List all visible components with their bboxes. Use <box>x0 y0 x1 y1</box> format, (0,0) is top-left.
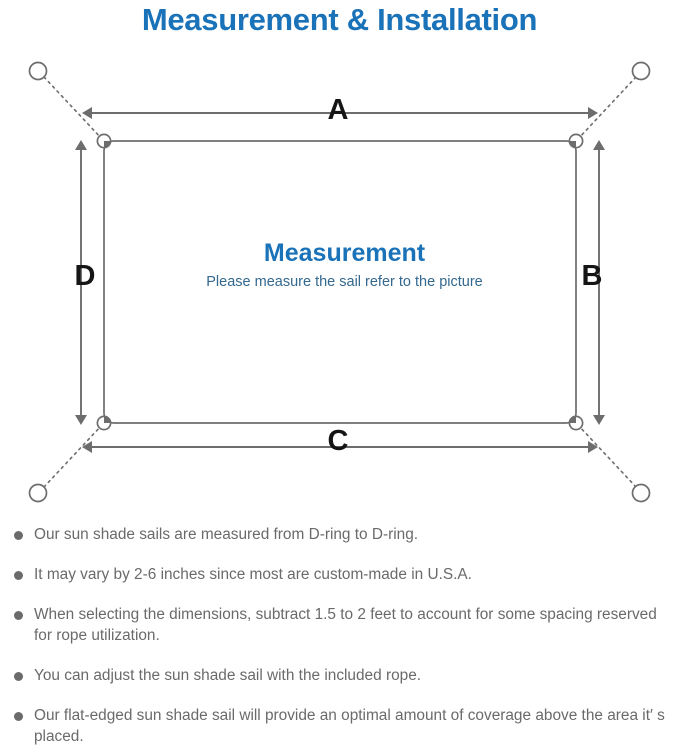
list-item: It may vary by 2-6 inches since most are… <box>0 564 679 585</box>
dimension-label-d: D <box>74 260 96 292</box>
bullet-icon <box>14 571 23 580</box>
anchor-circle-top-right <box>631 61 651 81</box>
rope-bottom-right <box>577 424 637 488</box>
list-item-text: Our flat-edged sun shade sail will provi… <box>34 707 665 745</box>
dimension-label-b: B <box>581 260 603 292</box>
list-item: You can adjust the sun shade sail with t… <box>0 665 679 686</box>
dimension-label-a: A <box>327 94 349 126</box>
rope-top-left <box>43 76 103 140</box>
d-ring-tab-top-left <box>104 141 111 148</box>
anchor-circle-bottom-right <box>631 483 651 503</box>
rope-bottom-left <box>43 424 103 488</box>
sail-rectangle <box>103 140 577 424</box>
d-ring-tab-bottom-left <box>104 416 111 423</box>
page-title: Measurement & Installation <box>141 2 538 37</box>
d-ring-tab-top-right <box>569 141 576 148</box>
bullet-icon <box>14 672 23 681</box>
anchor-circle-bottom-left <box>28 483 48 503</box>
d-ring-tabs <box>104 141 576 423</box>
bullet-icon <box>14 531 23 540</box>
rope-lines <box>43 76 637 488</box>
dimension-label-c: C <box>327 425 349 457</box>
anchor-circle-top-left <box>28 61 48 81</box>
anchor-points <box>28 61 651 503</box>
rope-top-right <box>577 76 637 140</box>
list-item: When selecting the dimensions, subtract … <box>0 604 679 646</box>
measurement-diagram <box>0 42 679 512</box>
list-item-text: When selecting the dimensions, subtract … <box>34 606 657 644</box>
list-item-text: Our sun shade sails are measured from D-… <box>34 526 419 543</box>
d-ring-tab-bottom-right <box>569 416 576 423</box>
notes-list: Our sun shade sails are measured from D-… <box>0 524 679 747</box>
list-item-text: It may vary by 2-6 inches since most are… <box>34 566 472 583</box>
bullet-icon <box>14 611 23 620</box>
list-item: Our flat-edged sun shade sail will provi… <box>0 705 679 747</box>
bullet-icon <box>14 712 23 721</box>
list-item-text: You can adjust the sun shade sail with t… <box>34 667 422 684</box>
list-item: Our sun shade sails are measured from D-… <box>0 524 679 545</box>
